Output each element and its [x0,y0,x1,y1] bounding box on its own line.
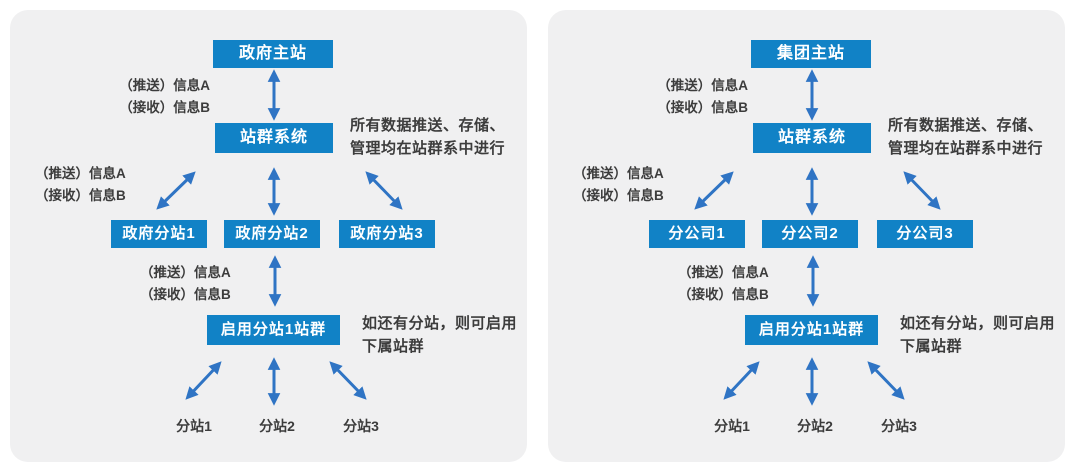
arrow-system-to-branch3 [903,171,941,210]
push-label: （推送）信息A [140,265,231,280]
branch-node-2: 政府分站2 [224,220,320,248]
main-site-node: 政府主站 [213,40,333,68]
arrow-system-to-branch3 [365,171,403,210]
receive-label: （接收）信息B [35,188,126,203]
receive-label: （接收）信息B [657,100,748,115]
sub-site-label-2: 分站2 [259,418,295,434]
push-receive-label-bottom: （推送）信息A （接收）信息B [678,262,818,306]
sub-site-label-1: 分站1 [714,418,750,434]
push-label: （推送）信息A [657,78,748,93]
push-receive-label-top: （推送）信息A （接收）信息B [70,75,210,119]
branch-node-1: 分公司1 [649,220,745,248]
push-receive-label-bottom: （推送）信息A （接收）信息B [140,262,280,306]
enable-note-line2: 下属站群 [362,338,425,355]
enable-note-line1: 如还有分站，则可启用 [362,315,518,332]
arrows-layer [156,69,403,406]
arrows-layer [694,69,941,406]
push-label: （推送）信息A [678,265,769,280]
push-receive-label-middle: （推送）信息A （接收）信息B [573,163,713,207]
receive-label: （接收）信息B [119,100,210,115]
system-note-line1: 所有数据推送、存储、 [888,117,1044,134]
push-label: （推送）信息A [35,166,126,181]
site-group-system-node: 站群系统 [215,123,333,153]
push-label: （推送）信息A [119,78,210,93]
push-receive-label-middle: （推送）信息A （接收）信息B [35,163,175,207]
enable-note: 如还有分站，则可启用 下属站群 [362,312,517,358]
arrow-system-to-branch1 [156,171,196,210]
enable-subgroup-node: 启用分站1站群 [207,315,340,345]
group-diagram-panel: 集团主站 （推送）信息A （接收）信息B 站群系统 所有数据推送、存储、 管理均… [548,10,1065,462]
enable-note: 如还有分站，则可启用 下属站群 [900,312,1055,358]
system-note-line2: 管理均在站群系中进行 [350,140,506,157]
sub-site-label-2: 分站2 [797,418,833,434]
arrow-enable-to-sub3 [867,361,905,400]
branch-node-2: 分公司2 [762,220,858,248]
arrow-system-to-branch1 [694,171,734,210]
government-diagram-panel: 政府主站 （推送）信息A （接收）信息B 站群系统 所有数据推送、存储、 管理均… [10,10,527,462]
system-note-line1: 所有数据推送、存储、 [350,117,506,134]
system-note-line2: 管理均在站群系中进行 [888,140,1044,157]
branch-node-1: 政府分站1 [111,220,207,248]
system-note: 所有数据推送、存储、 管理均在站群系中进行 [888,114,1043,160]
sub-site-label-3: 分站3 [881,418,917,434]
receive-label: （接收）信息B [573,188,664,203]
enable-note-line1: 如还有分站，则可启用 [900,315,1056,332]
receive-label: （接收）信息B [678,287,769,302]
arrow-enable-to-sub1 [723,361,760,400]
site-group-system-node: 站群系统 [753,123,871,153]
arrow-enable-to-sub1 [185,361,222,400]
main-site-node: 集团主站 [751,40,871,68]
sub-site-label-3: 分站3 [343,418,379,434]
branch-node-3: 政府分站3 [339,220,435,248]
receive-label: （接收）信息B [140,287,231,302]
push-label: （推送）信息A [573,166,664,181]
branch-node-3: 分公司3 [877,220,973,248]
system-note: 所有数据推送、存储、 管理均在站群系中进行 [350,114,505,160]
push-receive-label-top: （推送）信息A （接收）信息B [608,75,748,119]
enable-subgroup-node: 启用分站1站群 [745,315,878,345]
sub-site-label-1: 分站1 [176,418,212,434]
enable-note-line2: 下属站群 [900,338,963,355]
arrow-enable-to-sub3 [329,361,367,400]
